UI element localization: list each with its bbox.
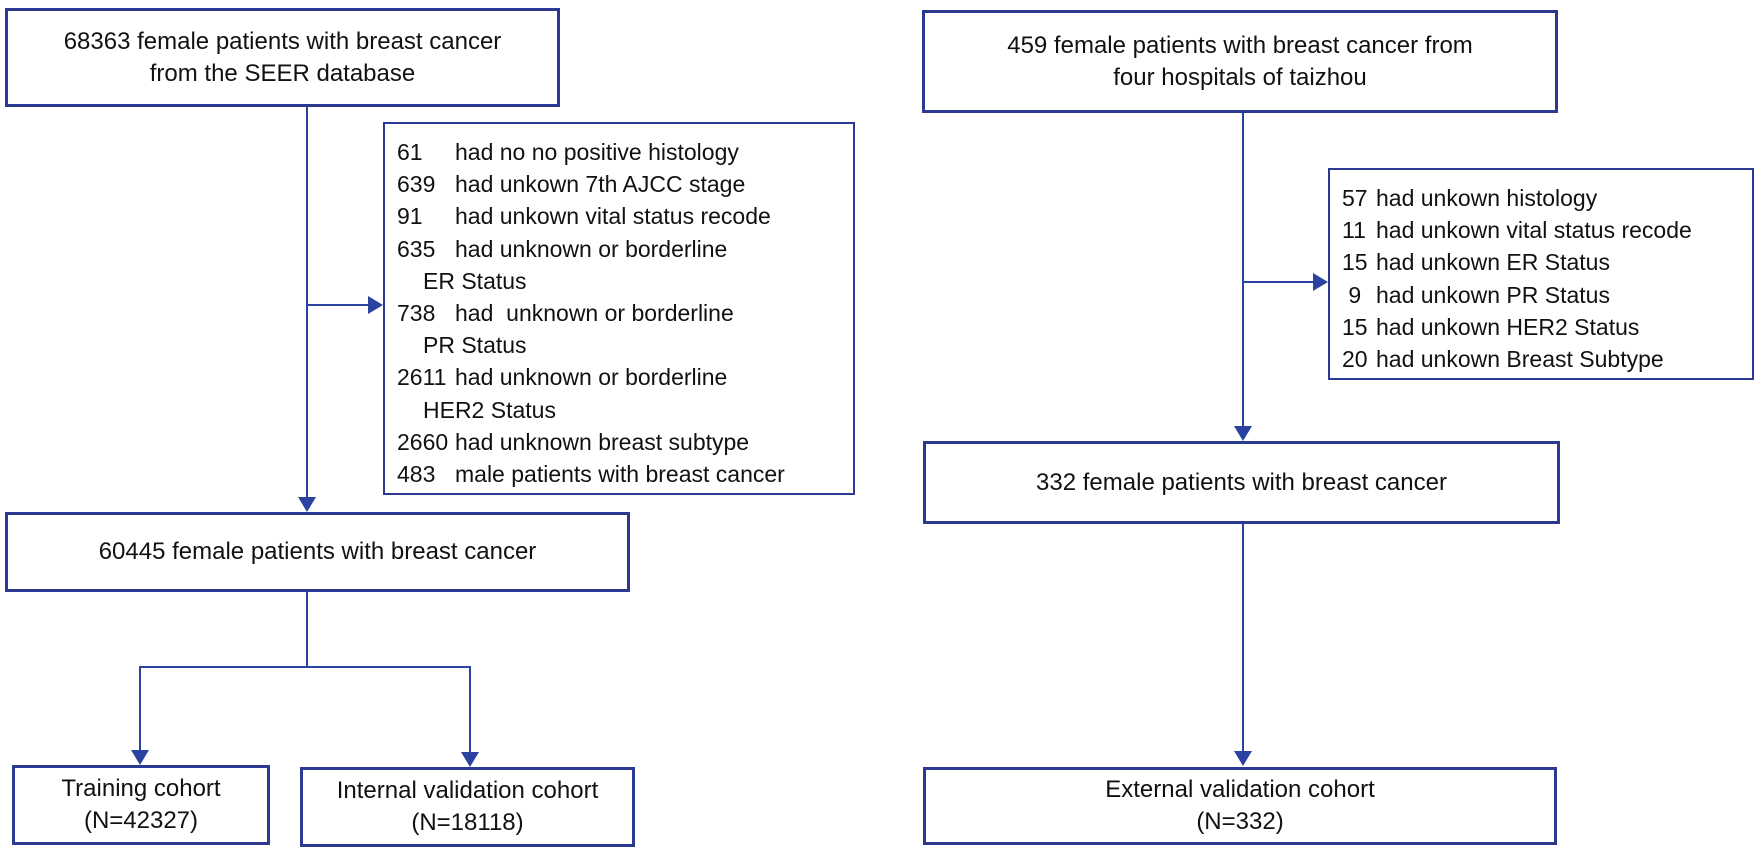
taizhou-exclusion-box: 57 had unkown histology 11 had unkown vi… bbox=[1328, 168, 1754, 380]
exclusion-reason: had unkown Breast Subtype bbox=[1376, 345, 1664, 372]
external-validation-cohort-box: External validation cohort (N=332) bbox=[923, 767, 1557, 845]
exclusion-item: 57 had unkown histology bbox=[1342, 182, 1746, 214]
exclusion-reason: had unkown histology bbox=[1376, 185, 1598, 211]
exclusion-count: 639 bbox=[397, 171, 436, 198]
exclusion-item: 738 had unknown or borderline bbox=[397, 297, 847, 329]
connector-seer-exclusion bbox=[307, 304, 369, 306]
arrow-right-icon bbox=[1313, 273, 1328, 291]
training-cohort-label: Training cohort bbox=[61, 775, 221, 803]
connector-training-down bbox=[139, 666, 141, 751]
exclusion-reason: had unknown or borderline bbox=[455, 235, 728, 262]
exclusion-reason: had unkown vital status recode bbox=[1376, 217, 1692, 244]
exclusion-count: 20 bbox=[1342, 345, 1368, 372]
arrow-down-icon bbox=[298, 497, 316, 512]
connector-split-stem bbox=[306, 592, 308, 667]
exclusion-item: 2611 had unknown or borderline bbox=[397, 361, 847, 393]
exclusion-item: 635 had unknown or borderline bbox=[397, 233, 847, 265]
exclusion-reason-continued: ER Status bbox=[423, 267, 527, 294]
exclusion-count: 15 bbox=[1342, 249, 1368, 276]
exclusion-count: 61 bbox=[397, 139, 423, 165]
seer-filtered-text: 60445 female patients with breast cancer bbox=[98, 538, 537, 566]
arrow-down-icon bbox=[1234, 426, 1252, 441]
exclusion-item: 11 had unkown vital status recode bbox=[1342, 214, 1746, 246]
connector-taizhou-down bbox=[1242, 113, 1244, 427]
exclusion-reason: had unkown 7th AJCC stage bbox=[455, 171, 746, 198]
exclusion-item: 15 had unkown ER Status bbox=[1342, 246, 1746, 278]
exclusion-reason: had unkown PR Status bbox=[1376, 281, 1610, 308]
internal-validation-cohort-box: Internal validation cohort (N=18118) bbox=[300, 767, 635, 847]
exclusion-count: 738 bbox=[397, 299, 436, 326]
exclusion-reason: male patients with breast cancer bbox=[455, 460, 785, 487]
exclusion-item: 91 had unkown vital status recode bbox=[397, 200, 847, 232]
connector-seer-down bbox=[306, 107, 308, 498]
exclusion-count: 91 bbox=[397, 203, 423, 230]
exclusion-item: 61 had no no positive histology bbox=[397, 136, 847, 168]
internal-validation-n: (N=18118) bbox=[411, 809, 524, 836]
external-validation-n: (N=332) bbox=[1196, 808, 1284, 835]
exclusion-count: 15 bbox=[1342, 313, 1368, 340]
connector-split-bar bbox=[139, 666, 471, 668]
training-cohort-n: (N=42327) bbox=[83, 807, 199, 834]
exclusion-item: 15 had unkown HER2 Status bbox=[1342, 311, 1746, 343]
exclusion-reason: had unkown vital status recode bbox=[455, 203, 771, 230]
exclusion-reason-continued: PR Status bbox=[423, 332, 527, 359]
taizhou-filtered-box: 332 female patients with breast cancer bbox=[923, 441, 1560, 524]
exclusion-item: 483 male patients with breast cancer bbox=[397, 458, 847, 490]
exclusion-item: 639 had unkown 7th AJCC stage bbox=[397, 168, 847, 200]
exclusion-count: 57 bbox=[1342, 185, 1368, 211]
exclusion-item: 20 had unkown Breast Subtype bbox=[1342, 343, 1746, 375]
exclusion-reason: had no no positive histology bbox=[455, 139, 739, 165]
exclusion-reason: had unknown or borderline bbox=[455, 364, 728, 391]
training-cohort-box: Training cohort (N=42327) bbox=[12, 765, 270, 845]
seer-exclusion-box: 61 had no no positive histology 639 had … bbox=[383, 122, 855, 495]
exclusion-reason-continued: HER2 Status bbox=[423, 396, 556, 423]
exclusion-count: 2660 bbox=[397, 428, 449, 455]
taizhou-source-line1: 459 female patients with breast cancer f… bbox=[1007, 31, 1473, 59]
taizhou-source-box: 459 female patients with breast cancer f… bbox=[922, 10, 1558, 113]
arrow-down-icon bbox=[461, 752, 479, 767]
exclusion-reason: had unkown ER Status bbox=[1376, 249, 1610, 276]
seer-source-box: 68363 female patients with breast cancer… bbox=[5, 8, 560, 107]
external-validation-label: External validation cohort bbox=[1105, 776, 1375, 804]
exclusion-reason: had unknown breast subtype bbox=[455, 428, 750, 455]
exclusion-item: 2660 had unknown breast subtype bbox=[397, 426, 847, 458]
taizhou-filtered-text: 332 female patients with breast cancer bbox=[1036, 468, 1447, 496]
seer-filtered-box: 60445 female patients with breast cancer bbox=[5, 512, 630, 592]
exclusion-count: 2611 bbox=[397, 364, 447, 391]
seer-source-line2: from the SEER database bbox=[149, 59, 416, 87]
taizhou-source-line2: four hospitals of taizhou bbox=[1113, 63, 1367, 91]
connector-external-down bbox=[1242, 524, 1244, 752]
exclusion-count: 483 bbox=[397, 460, 436, 487]
exclusion-item: 9 had unkown PR Status bbox=[1342, 279, 1746, 311]
connector-taizhou-exclusion bbox=[1243, 281, 1313, 283]
exclusion-reason: had unkown HER2 Status bbox=[1376, 313, 1640, 340]
exclusion-count: 9 bbox=[1342, 281, 1362, 308]
arrow-down-icon bbox=[1234, 751, 1252, 766]
arrow-down-icon bbox=[131, 750, 149, 765]
exclusion-count: 635 bbox=[397, 235, 436, 262]
connector-internal-down bbox=[469, 666, 471, 753]
internal-validation-label: Internal validation cohort bbox=[336, 777, 599, 805]
seer-source-line1: 68363 female patients with breast cancer bbox=[63, 27, 502, 55]
arrow-right-icon bbox=[368, 296, 383, 314]
exclusion-count: 11 bbox=[1342, 217, 1366, 244]
exclusion-reason: had unknown or borderline bbox=[455, 299, 734, 326]
